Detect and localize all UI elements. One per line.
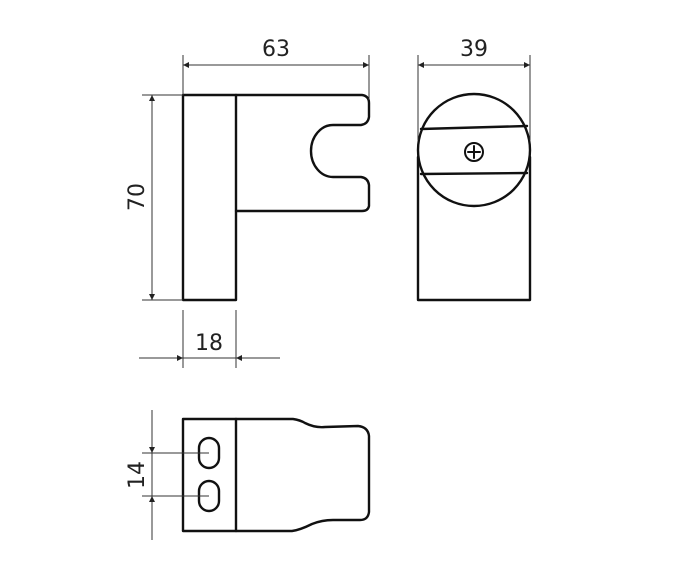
- front-view: [416, 92, 532, 302]
- front-view-disc: [416, 92, 532, 208]
- dimension-width-side: 63: [182, 37, 370, 100]
- dimension-height-side-label: 70: [125, 183, 150, 211]
- phillips-screw-icon: [464, 142, 484, 162]
- dimension-height-side: 70: [125, 94, 183, 301]
- front-view-slot-top: [419, 124, 529, 131]
- dimension-width-front-label: 39: [460, 37, 488, 62]
- top-view-base: [181, 417, 238, 533]
- front-view-body: [416, 155, 532, 302]
- dimension-width-front: 39: [417, 37, 531, 140]
- side-view-holder-body: [234, 93, 371, 213]
- dimension-depth-base-label: 18: [195, 331, 223, 356]
- dimension-width-side-label: 63: [262, 37, 290, 62]
- dimension-hole-spacing-label: 14: [125, 461, 150, 489]
- dimension-depth-base: 18: [139, 310, 280, 368]
- dimension-hole-spacing: 14: [125, 410, 209, 540]
- side-view: [181, 93, 371, 302]
- top-view: [181, 417, 371, 533]
- front-view-slot-bottom: [419, 171, 529, 176]
- top-view-holder: [234, 417, 371, 533]
- side-view-wall-plate: [181, 93, 238, 302]
